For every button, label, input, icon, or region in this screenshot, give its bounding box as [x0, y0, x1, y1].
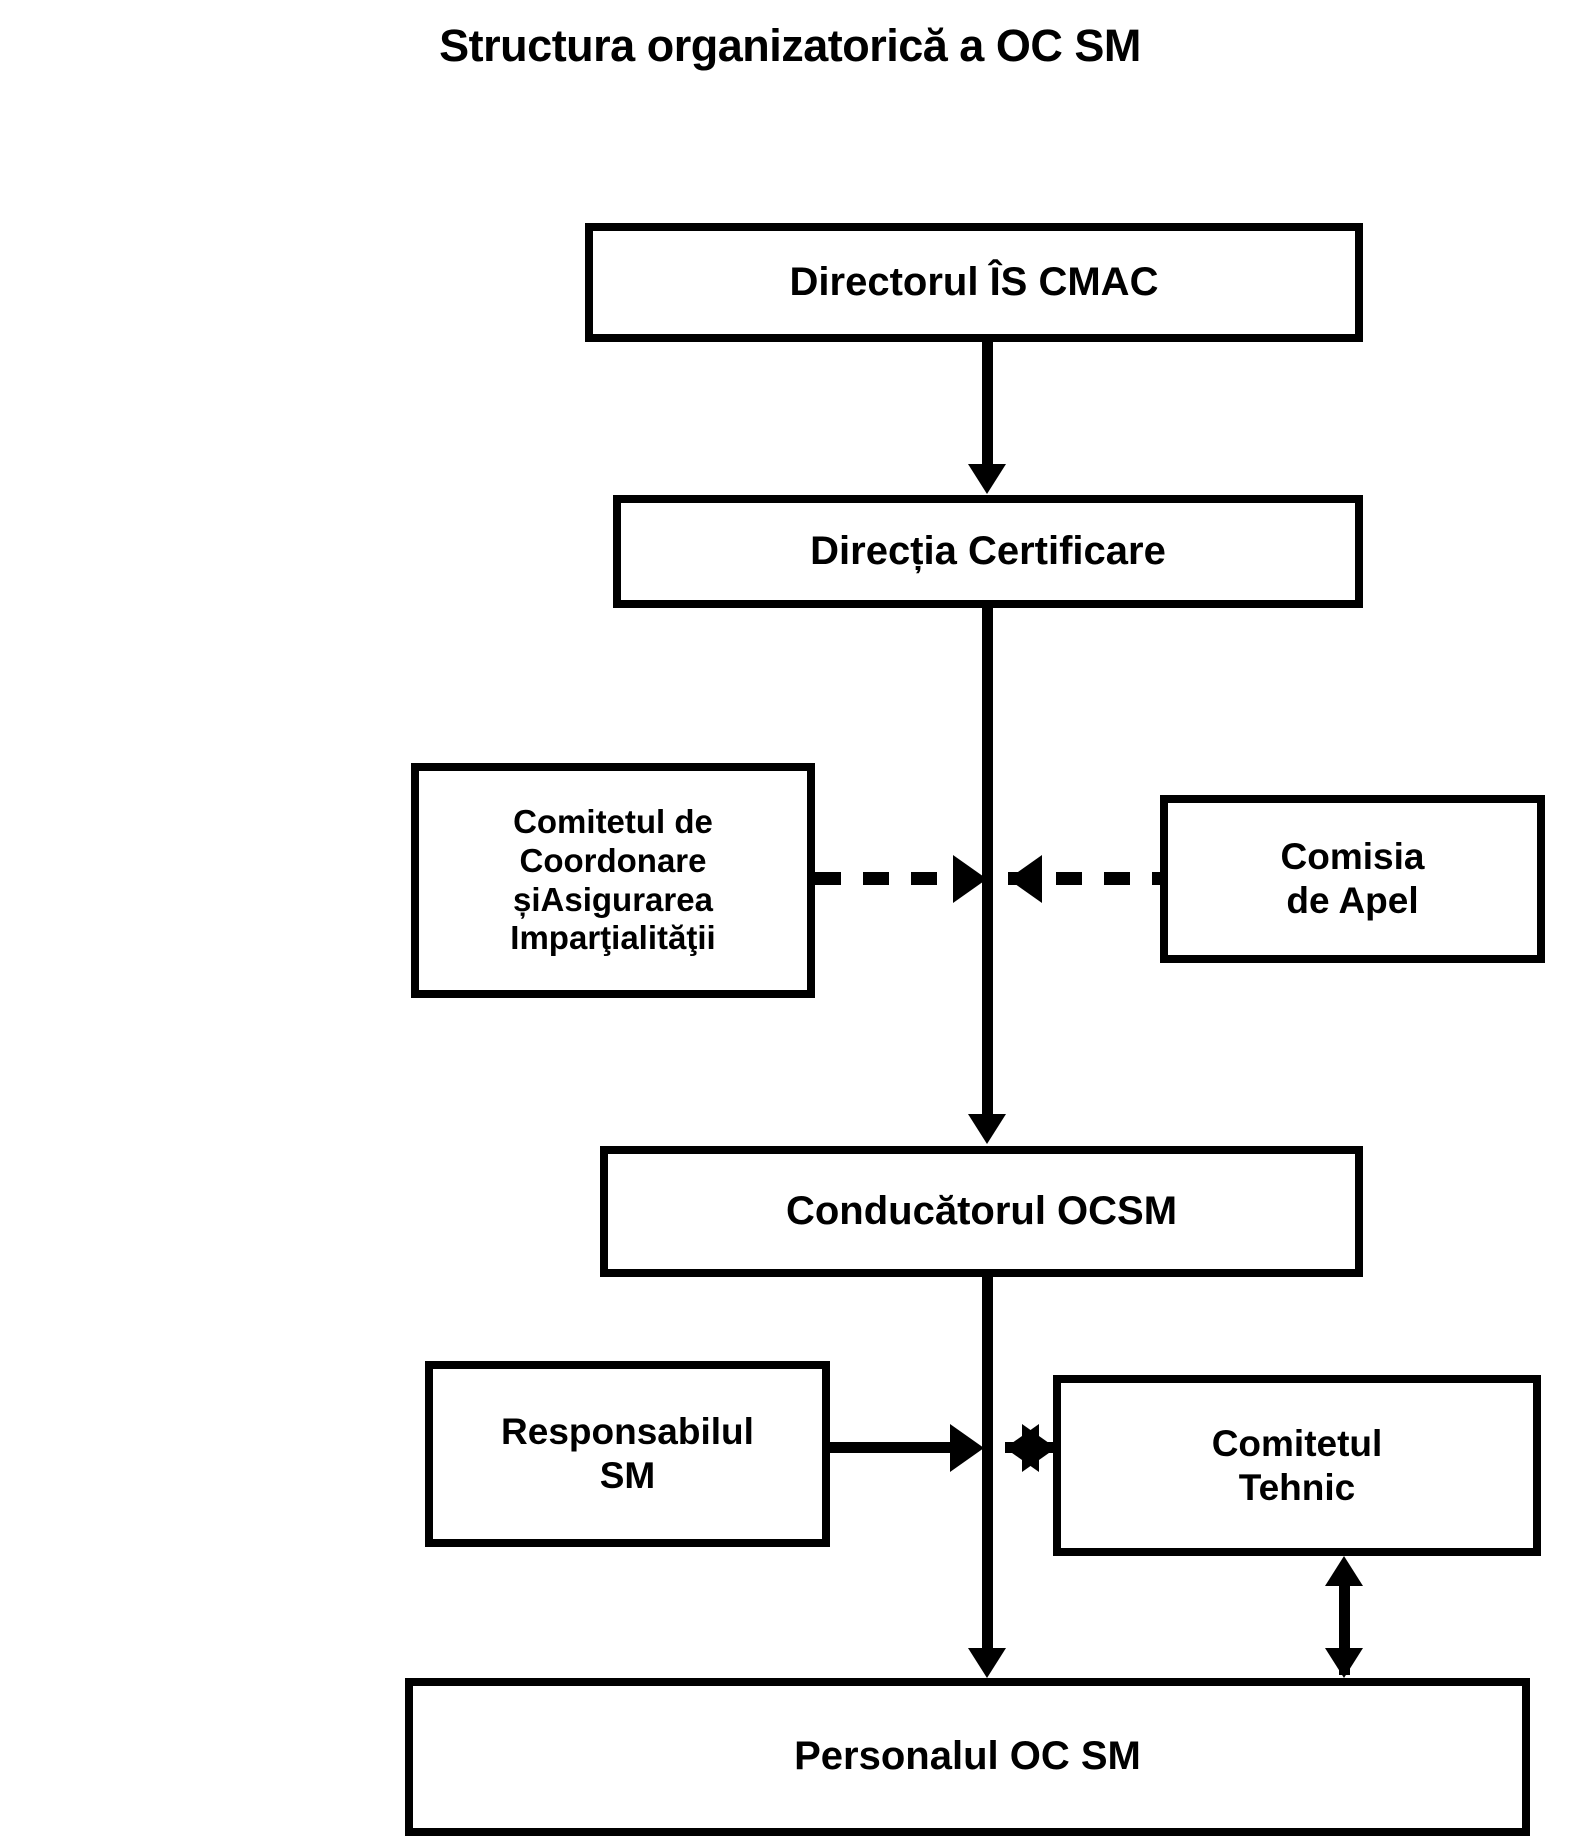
arrowhead-personal-down [1325, 1648, 1363, 1678]
node-label: Conducătorul OCSM [785, 1188, 1178, 1233]
connector-director-to-directia [982, 342, 993, 467]
page-title: Structura organizatorică a OC SM [439, 20, 1141, 71]
connector-responsabil-to-trunk [830, 1442, 960, 1453]
connector-directia-to-conducator [982, 608, 993, 1117]
node-label: Comitetul de Coordonare șiAsigurarea Imp… [510, 802, 716, 957]
node-personalul-oc-sm[interactable]: Personalul OC SM [405, 1678, 1530, 1836]
node-comitetul-tehnic[interactable]: Comitetul Tehnic [1053, 1375, 1541, 1556]
connector-conducator-to-personal [982, 1277, 993, 1652]
arrowhead-comisia-apel [1008, 855, 1042, 903]
arrowhead-responsabil-to-trunk [950, 1424, 984, 1472]
node-label: Direcția Certificare [810, 528, 1166, 573]
arrowhead-comitet-tehnic-right [1022, 1424, 1056, 1472]
arrowhead-comitet-tehnic-up [1325, 1556, 1363, 1586]
node-label: Comisia de Apel [1280, 836, 1425, 921]
node-comisia-de-apel[interactable]: Comisia de Apel [1160, 795, 1545, 963]
arrowhead-conducator-to-personal [968, 1648, 1006, 1678]
node-responsabilul-sm[interactable]: Responsabilul SM [425, 1361, 830, 1547]
node-label: Comitetul Tehnic [1211, 1422, 1383, 1508]
arrowhead-director-to-directia [968, 464, 1006, 494]
node-label: Personalul OC SM [794, 1734, 1141, 1779]
node-directorul-is-cmac[interactable]: Directorul ÎS CMAC [585, 223, 1363, 342]
node-label: Directorul ÎS CMAC [789, 259, 1159, 304]
node-directia-certificare[interactable]: Direcția Certificare [613, 495, 1363, 608]
arrowhead-comitet-coordonare [953, 855, 987, 903]
connector-comisia-apel-dotted [1008, 872, 1160, 885]
connector-comitet-coordonare-dotted [815, 872, 970, 885]
node-conducatorul-ocsm[interactable]: Conducătorul OCSM [600, 1146, 1363, 1277]
arrowhead-directia-to-conducator [968, 1114, 1006, 1144]
node-comitetul-de-coordonare[interactable]: Comitetul de Coordonare șiAsigurarea Imp… [411, 763, 815, 998]
node-label: Responsabilul SM [501, 1411, 754, 1496]
connector-comitet-tehnic-to-personal [1339, 1570, 1350, 1675]
